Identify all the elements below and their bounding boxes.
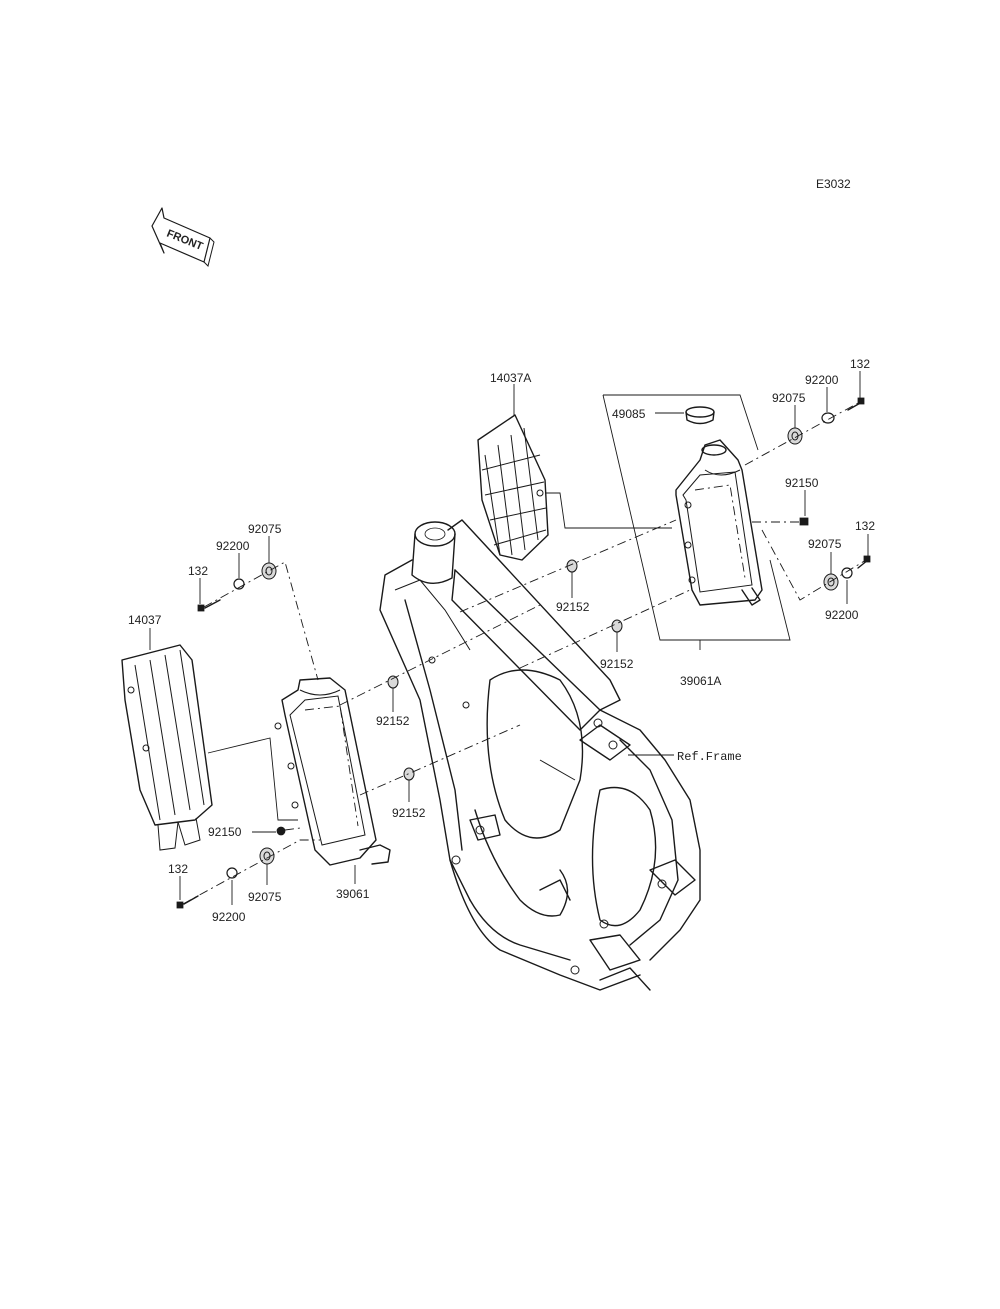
callout-92200-left-bottom: 92200 <box>212 910 246 924</box>
left-nut-92150[interactable] <box>276 826 286 836</box>
callout-92152-left-bottom: 92152 <box>392 806 426 820</box>
callout-132-right-bottom: 132 <box>855 519 875 533</box>
callout-92150-right: 92150 <box>785 476 819 490</box>
callout-92075-right-top: 92075 <box>772 391 806 405</box>
right-shroud-14037A[interactable] <box>477 414 549 561</box>
callout-left-shroud: 14037 <box>128 613 162 627</box>
callout-132-right-top: 132 <box>850 357 870 371</box>
callout-132-left-bottom: 132 <box>168 862 188 876</box>
callout-92152-right-top: 92152 <box>556 600 590 614</box>
callout-cap: 49085 <box>612 407 646 421</box>
callout-92075-left-top: 92075 <box>248 522 282 536</box>
callout-92152-left-top: 92152 <box>376 714 410 728</box>
right-bottom-bolt-132[interactable] <box>857 555 871 569</box>
left-bottom-washer-92200[interactable] <box>226 867 238 879</box>
left-bottom-collar-92152[interactable] <box>403 767 415 781</box>
callout-92075-left-bottom: 92075 <box>248 890 282 904</box>
right-bottom-collar-92152[interactable] <box>611 619 623 633</box>
left-shroud-14037[interactable] <box>121 644 213 851</box>
left-bottom-grommet-92075[interactable] <box>259 847 275 865</box>
left-radiator-39061[interactable] <box>274 677 391 866</box>
radiator-cap-49085[interactable] <box>685 406 715 425</box>
right-top-washer-92200[interactable] <box>821 412 835 424</box>
frame-illustration <box>379 519 701 991</box>
right-top-bolt-132[interactable] <box>847 397 865 411</box>
callout-92200-right-bottom: 92200 <box>825 608 859 622</box>
right-bottom-grommet-92075[interactable] <box>823 573 839 591</box>
ref-frame-label: Ref.Frame <box>677 750 742 764</box>
callout-92150-left: 92150 <box>208 825 242 839</box>
callout-right-shroud: 14037A <box>490 371 531 385</box>
callout-92200-left-top: 92200 <box>216 539 250 553</box>
right-top-grommet-92075[interactable] <box>787 427 803 445</box>
right-radiator-39061A[interactable] <box>675 439 763 606</box>
callout-right-radiator: 39061A <box>680 674 721 688</box>
callout-132-left-top: 132 <box>188 564 208 578</box>
callout-92200-right-top: 92200 <box>805 373 839 387</box>
callout-92152-right-bottom: 92152 <box>600 657 634 671</box>
diagram-code: E3032 <box>816 177 851 191</box>
left-top-grommet-92075[interactable] <box>261 562 277 580</box>
left-top-bolt-132[interactable] <box>197 599 221 612</box>
left-top-collar-92152[interactable] <box>387 675 399 689</box>
callout-92075-right-bottom: 92075 <box>808 537 842 551</box>
callout-left-radiator: 39061 <box>336 887 370 901</box>
front-arrow-icon: FRONT <box>151 207 215 267</box>
right-nut-92150[interactable] <box>799 517 809 526</box>
